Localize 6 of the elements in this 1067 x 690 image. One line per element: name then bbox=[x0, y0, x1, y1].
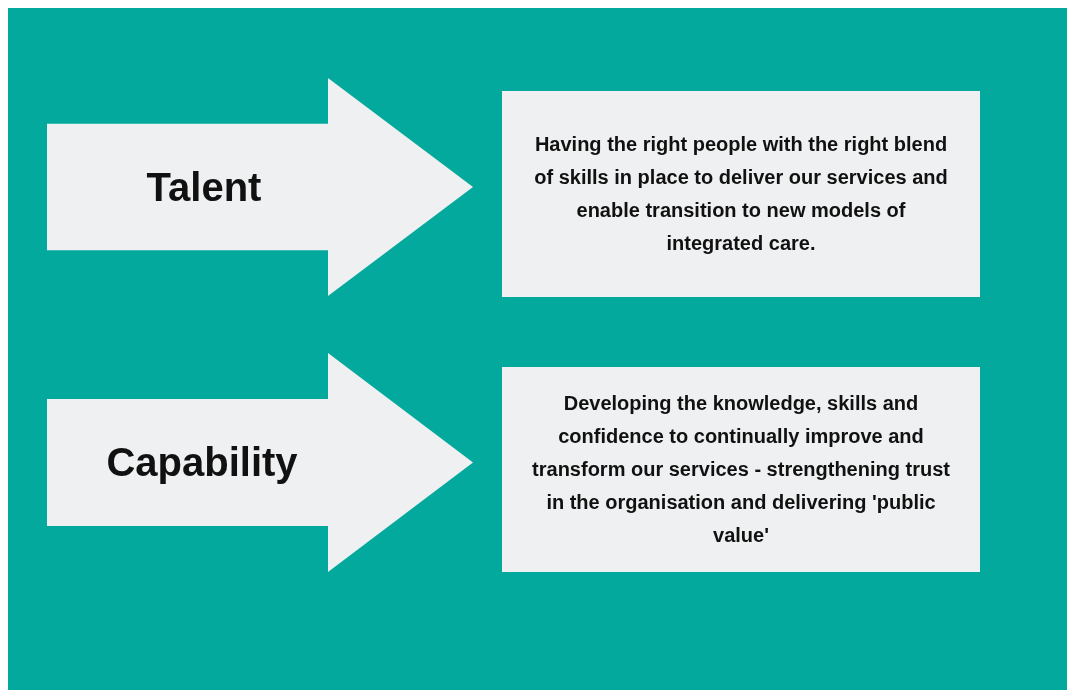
text-box bbox=[502, 367, 980, 572]
arrow-label: Capability bbox=[105, 439, 299, 486]
arrow-label: Talent bbox=[145, 163, 263, 211]
description-text: Having the right people with the right blend of skills in place to deliver our services and enable transition to new models of integrated care. bbox=[533, 132, 949, 256]
description-text: Developing the knowledge, skills and confidence to continually improve and transform our services - strengthening trust in the organisation and delivering 'public value' bbox=[531, 391, 951, 548]
text-box bbox=[502, 91, 980, 297]
